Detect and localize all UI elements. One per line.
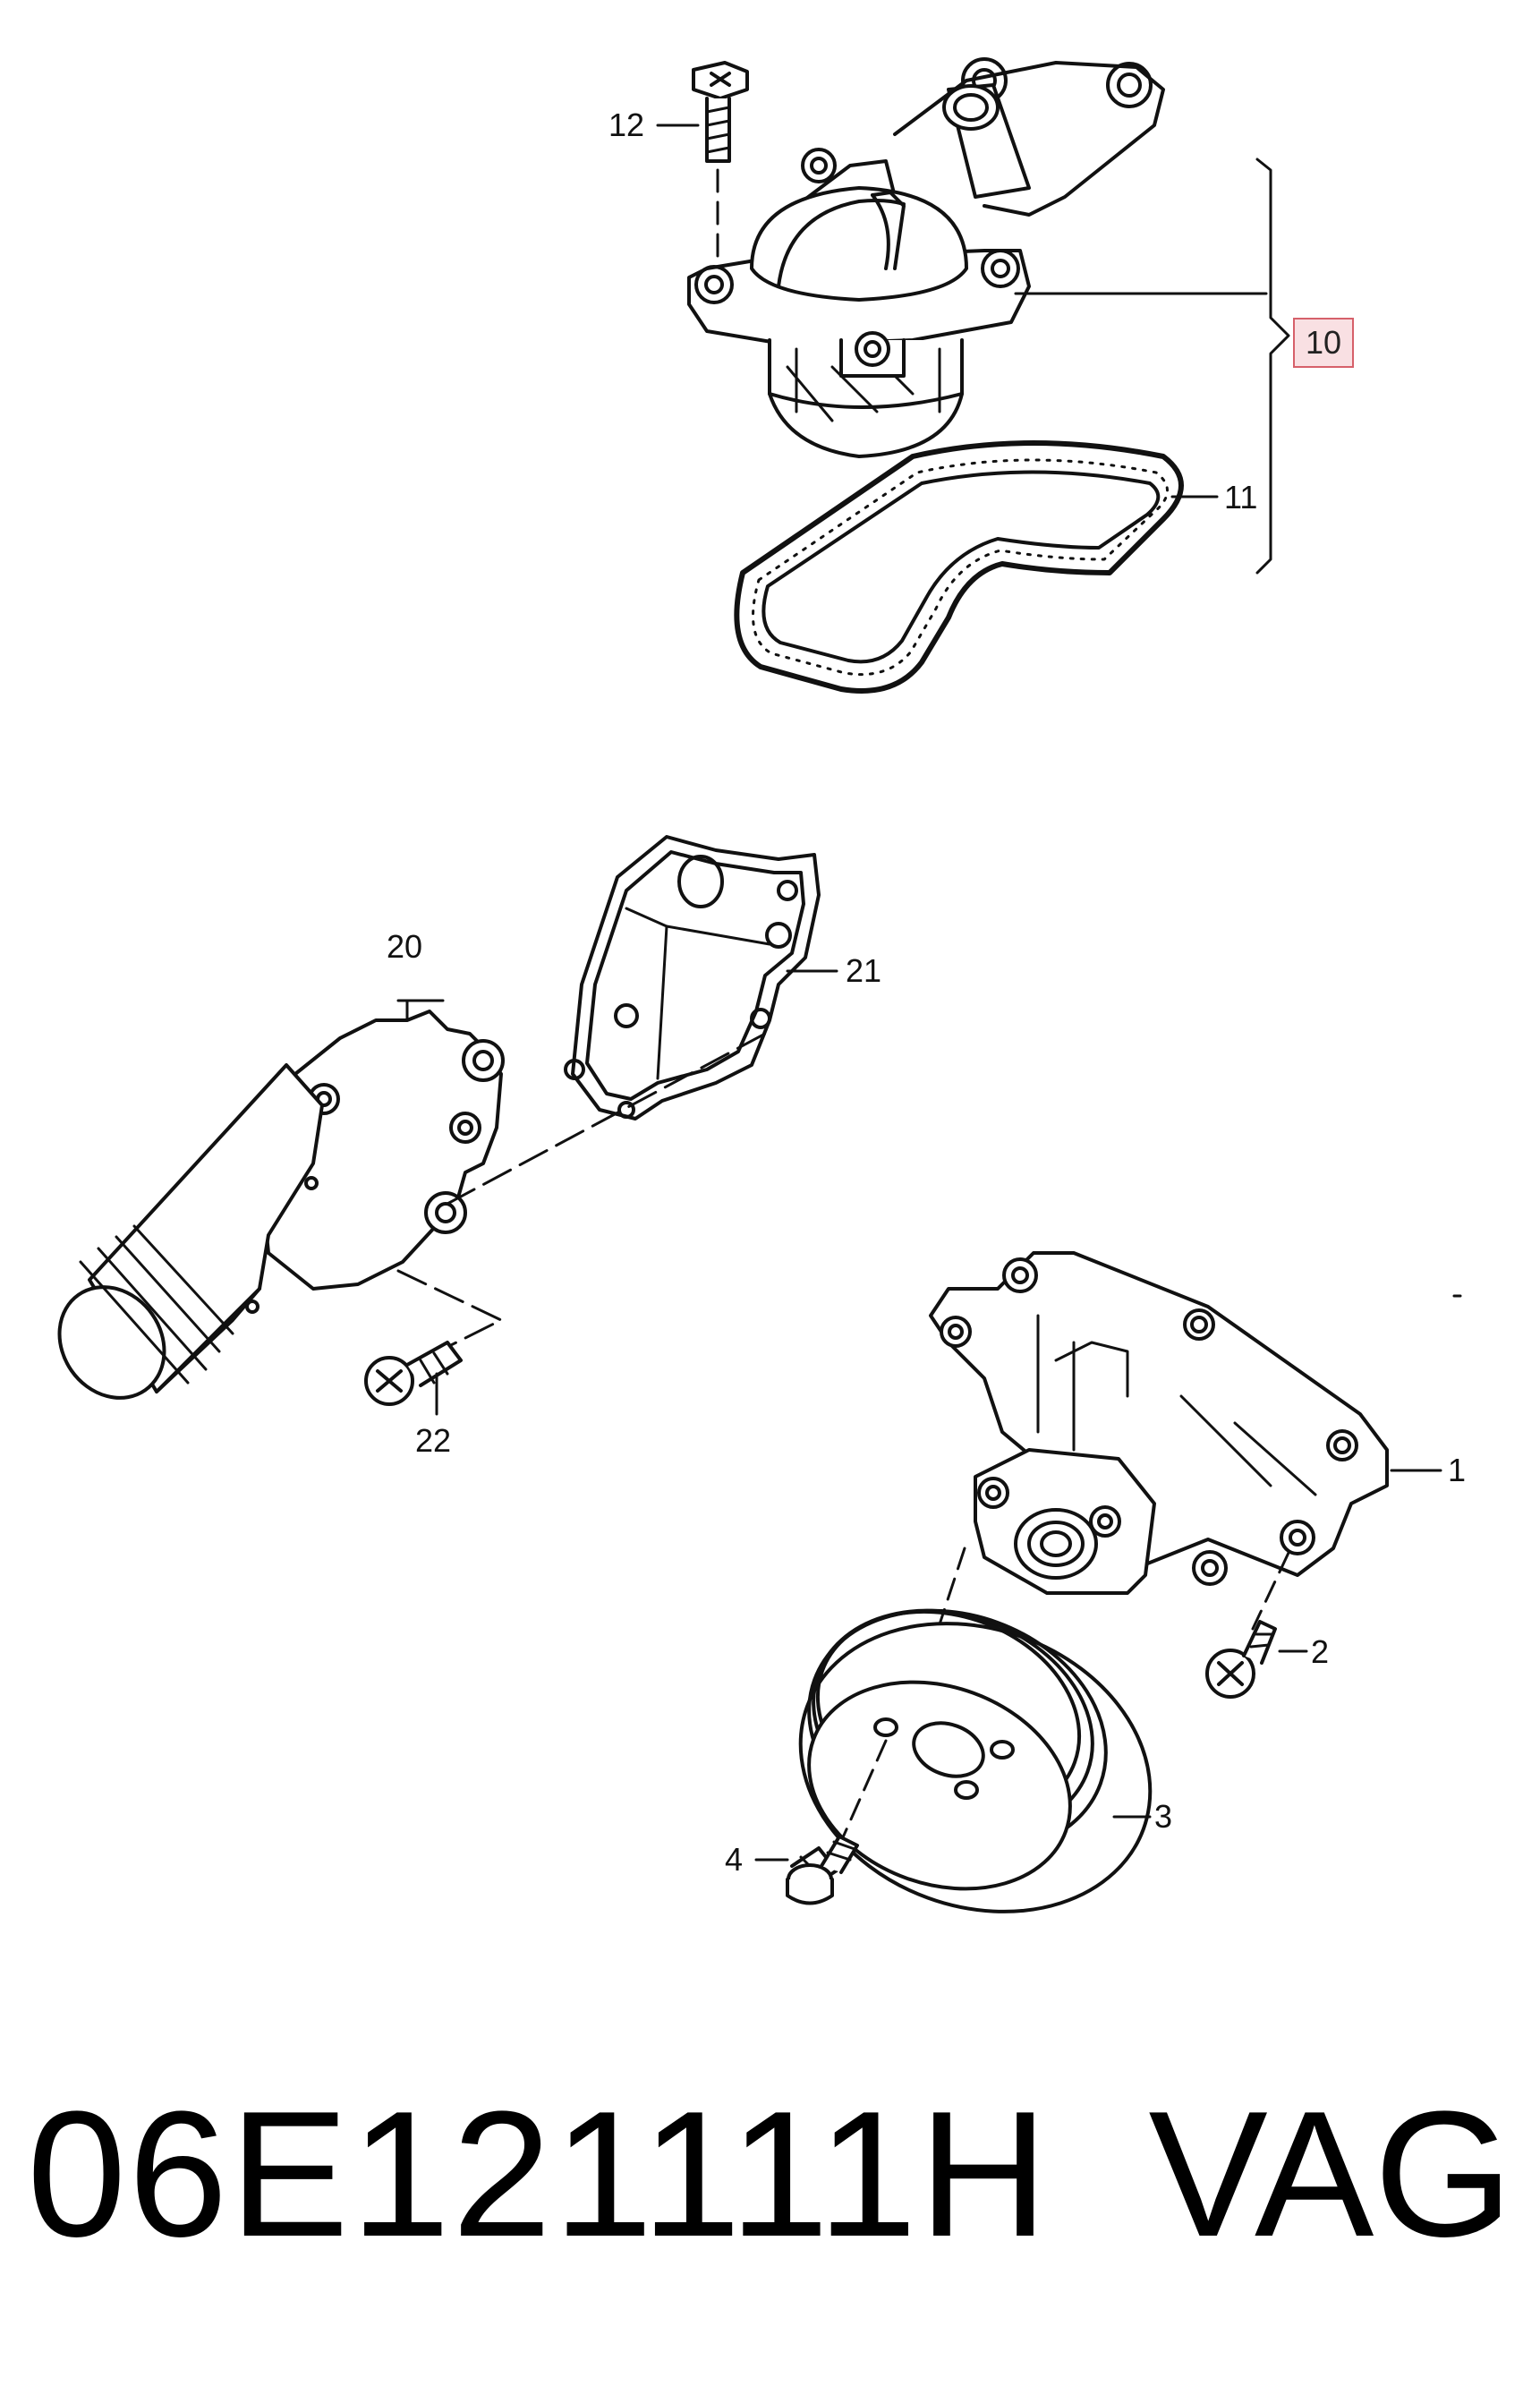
callout-2: 2 [1311,1633,1330,1670]
callout-12: 12 [608,107,645,143]
screw-2[interactable] [1205,1620,1277,1699]
callout-11: 11 [1224,479,1258,516]
coolant-housing-20[interactable] [38,1010,767,1419]
water-pump-1[interactable] [929,1251,1389,1640]
pulley-3[interactable] [760,1571,1191,1959]
part-number-label: 06E121111H [27,2075,1051,2274]
callout-21: 21 [846,952,882,989]
callout-20: 20 [387,928,423,965]
callout-4: 4 [725,1841,744,1878]
gasket-seal-11[interactable] [734,440,1184,694]
gasket-21[interactable] [564,835,821,1121]
callout-1: 1 [1448,1452,1467,1488]
thermostat-housing[interactable] [687,57,1165,458]
callout-22: 22 [415,1422,452,1459]
bolt-4[interactable] [786,1835,859,1905]
leader-lines [396,124,1462,1862]
callout-10[interactable]: 10 [1293,318,1355,368]
screw-12[interactable] [692,61,749,261]
screw-22[interactable] [364,1341,463,1406]
assembly-bracket [1014,158,1290,575]
callout-3: 3 [1154,1798,1173,1835]
brand-label: VAG [1148,2075,1513,2274]
